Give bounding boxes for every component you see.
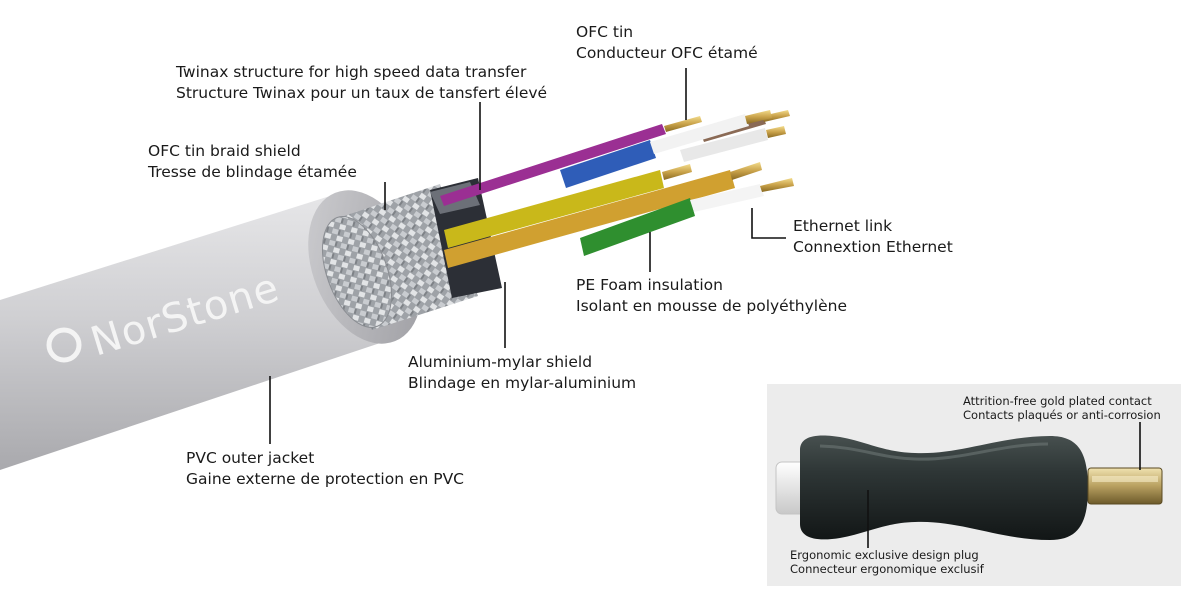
svg-text:Structure Twinax pour un taux: Structure Twinax pour un taux de tansfer…	[176, 84, 547, 102]
svg-text:Connecteur ergonomique exclusi: Connecteur ergonomique exclusif	[790, 562, 985, 576]
label-ethernet-link: Ethernet link Connextion Ethernet	[793, 217, 953, 256]
gold-contacts	[662, 110, 794, 192]
svg-text:Blindage en mylar-aluminium: Blindage en mylar-aluminium	[408, 374, 636, 392]
label-twinax: Twinax structure for high speed data tra…	[175, 63, 547, 102]
label-pe-foam: PE Foam insulation Isolant en mousse de …	[576, 276, 847, 315]
label-braid-shield: OFC tin braid shield Tresse de blindage …	[147, 142, 357, 181]
svg-text:OFC tin braid shield: OFC tin braid shield	[148, 142, 301, 160]
label-ofc-tin: OFC tin Conducteur OFC étamé	[576, 23, 758, 62]
gold-contact-pin	[1087, 467, 1163, 505]
leader-lines	[269, 68, 786, 444]
svg-text:Tresse de blindage étamée: Tresse de blindage étamée	[147, 163, 357, 181]
svg-text:Attrition-free gold plated con: Attrition-free gold plated contact	[963, 394, 1152, 408]
label-mylar-shield: Aluminium-mylar shield Blindage en mylar…	[408, 353, 636, 392]
svg-text:Gaine externe de protection en: Gaine externe de protection en PVC	[186, 470, 464, 488]
leader-ethernet	[751, 208, 786, 239]
plug-inset: Attrition-free gold plated contact Conta…	[767, 384, 1181, 586]
label-pvc-jacket: PVC outer jacket Gaine externe de protec…	[186, 449, 464, 488]
svg-text:PVC outer jacket: PVC outer jacket	[186, 449, 314, 467]
svg-text:Ethernet link: Ethernet link	[793, 217, 892, 235]
svg-text:PE Foam insulation: PE Foam insulation	[576, 276, 723, 294]
svg-text:Conducteur OFC étamé: Conducteur OFC étamé	[576, 44, 758, 62]
plug-body	[800, 435, 1088, 540]
svg-text:Aluminium-mylar shield: Aluminium-mylar shield	[408, 353, 592, 371]
conductors	[440, 114, 768, 268]
svg-text:OFC tin: OFC tin	[576, 23, 633, 41]
label-plug-design: Ergonomic exclusive design plug Connecte…	[790, 548, 985, 576]
label-gold-contact: Attrition-free gold plated contact Conta…	[963, 394, 1161, 422]
svg-text:Ergonomic exclusive design plu: Ergonomic exclusive design plug	[790, 548, 979, 562]
svg-text:Connextion Ethernet: Connextion Ethernet	[793, 238, 953, 256]
svg-text:Twinax structure for high spee: Twinax structure for high speed data tra…	[175, 63, 527, 81]
svg-text:Contacts plaqués or anti-corro: Contacts plaqués or anti-corrosion	[963, 408, 1161, 422]
svg-text:Isolant en mousse de polyéthyl: Isolant en mousse de polyéthylène	[576, 297, 847, 315]
